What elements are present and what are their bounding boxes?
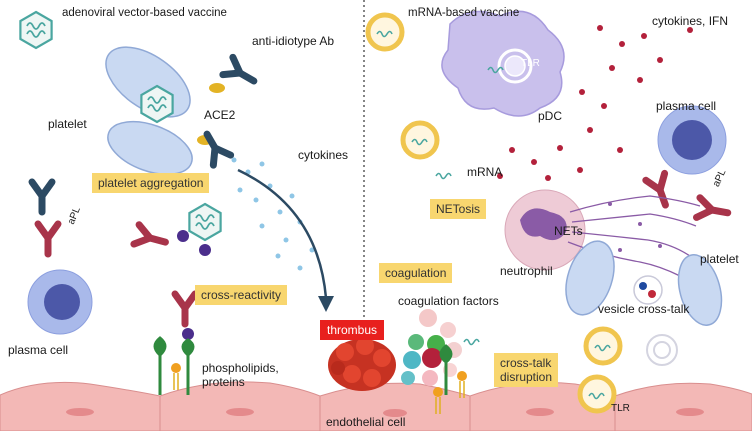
label-adenoviral-vaccine: adenoviral vector-based vaccine (62, 7, 227, 19)
box-thrombus: thrombus (320, 320, 385, 340)
box-crosstalk-disruption: cross-talk disruption (494, 353, 559, 387)
mrna-vesicle-icon (403, 123, 437, 157)
label-vesicle-crosstalk: vesicle cross-talk (598, 302, 690, 316)
label-ace2: ACE2 (204, 108, 236, 122)
cytokine-dots (231, 157, 315, 271)
label-cytokines: cytokines (298, 148, 349, 162)
mrna-vesicle-icon (586, 329, 620, 363)
membrane-protein (181, 338, 195, 395)
adenovirus-icon (140, 84, 174, 124)
label-endothelial-cell: endothelial cell (326, 415, 406, 429)
label-platelet-right: platelet (700, 252, 739, 266)
coagulation-factor-dots (401, 309, 462, 386)
membrane-protein (153, 336, 167, 395)
apl-antibody-icon (134, 225, 168, 252)
adenovirus-icon (19, 10, 53, 50)
pdc-shape (441, 10, 565, 117)
label-plasma-cell-left: plasma cell (8, 343, 69, 357)
platelet-shape (107, 120, 193, 176)
box-coagulation: coagulation (379, 263, 453, 283)
label-nets: NETs (554, 224, 583, 238)
label-tlr-top: TLR (521, 58, 540, 69)
label-cytokines-ifn: cytokines, IFN (652, 14, 729, 28)
label-mrna: mRNA (467, 165, 503, 179)
antibody-icon (32, 182, 52, 212)
label-anti-idiotype-ab: anti-idiotype Ab (252, 34, 335, 48)
apl-antibody-icon (696, 198, 729, 223)
platelet-shape (565, 240, 615, 316)
mrna-vesicle-icon (368, 15, 402, 49)
phospholipid-icon (170, 362, 182, 391)
label-platelet-left: platelet (48, 117, 87, 131)
label-neutrophil: neutrophil (500, 264, 553, 278)
label-tlr-bottom: TLR (611, 403, 630, 414)
ace2-receptor (209, 83, 225, 93)
membrane-protein (439, 344, 453, 395)
box-cross-reactivity: cross-reactivity (195, 285, 288, 305)
apl-antibody-icon (38, 224, 58, 254)
label-coagulation-factors: coagulation factors (398, 294, 499, 308)
vesicle-icon (633, 275, 663, 305)
box-crosstalk-line1: cross-talk (500, 356, 552, 370)
thrombus-clot (328, 337, 396, 391)
box-netosis: NETosis (430, 199, 487, 219)
label-proteins: proteins (202, 375, 245, 389)
platelet-shape (677, 254, 723, 326)
apl-antibody-icon (646, 173, 675, 208)
adenovirus-icon (188, 202, 222, 242)
antibody-icon (198, 129, 230, 165)
apl-antibody-icon (175, 294, 195, 324)
endothelium (0, 381, 752, 431)
box-platelet-aggregation: platelet aggregation (92, 173, 210, 193)
box-crosstalk-line2: disruption (500, 370, 553, 384)
cytokine-arrow (237, 168, 328, 299)
vesicle-icon (646, 334, 678, 366)
label-plasma-cell-right: plasma cell (656, 99, 717, 113)
antibody-icon (223, 57, 259, 89)
label-pdc: pDC (538, 109, 563, 123)
label-phospholipids: phospholipids, (202, 361, 279, 375)
cytokine-ifn-dots (497, 25, 693, 181)
label-mrna-vaccine: mRNA-based vaccine (408, 7, 520, 19)
mrna-vesicle-icon (580, 377, 614, 411)
